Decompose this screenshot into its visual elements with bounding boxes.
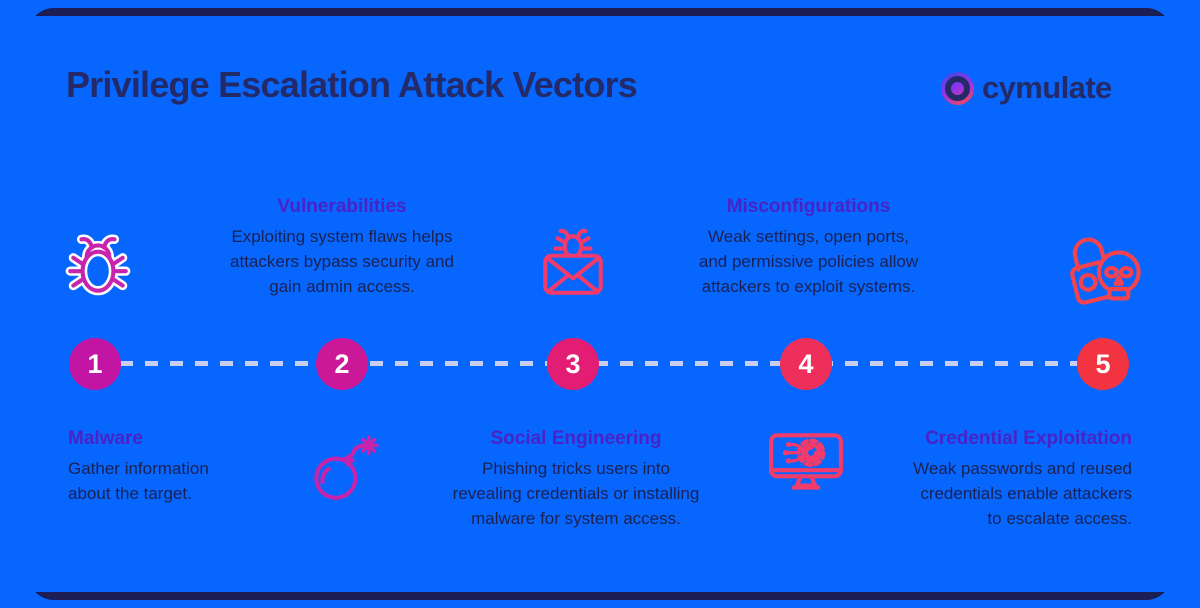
step-1-text-block: Malware Gather information about the tar…: [68, 428, 268, 506]
brand-logo: cymulate: [941, 70, 1112, 106]
step-circle-1: 1: [69, 338, 121, 390]
envelope-bug-icon: [536, 228, 610, 302]
step-2-title: Vulnerabilities: [277, 196, 407, 217]
cymulate-logo-icon: [941, 71, 974, 105]
step-4-description: Weak settings, open ports, and permissiv…: [698, 227, 919, 296]
step-5-title: Credential Exploitation: [925, 428, 1132, 449]
step-3-text-block: Social Engineering Phishing tricks users…: [421, 428, 731, 531]
step-5-description: Weak passwords and reused credentials en…: [913, 459, 1132, 528]
bomb-icon: [305, 432, 379, 506]
timeline-dashed-line: [95, 361, 1105, 366]
brand-name: cymulate: [982, 70, 1112, 105]
step-4-text-block: Misconfigurations Weak settings, open po…: [676, 196, 941, 299]
step-4-title: Misconfigurations: [726, 196, 891, 217]
step-circle-4: 4: [780, 338, 832, 390]
monitor-gear-icon: [767, 431, 845, 497]
main-blue-panel: [0, 16, 1200, 592]
step-circle-2: 2: [316, 338, 368, 390]
step-3-title: Social Engineering: [490, 428, 662, 449]
bug-icon: [62, 227, 134, 303]
page-title: Privilege Escalation Attack Vectors: [66, 64, 638, 105]
step-1-description: Gather information about the target.: [68, 459, 209, 503]
step-3-description: Phishing tricks users into revealing cre…: [452, 459, 700, 528]
step-circle-5: 5: [1077, 338, 1129, 390]
step-2-text-block: Vulnerabilities Exploiting system flaws …: [206, 196, 478, 299]
step-1-title: Malware: [68, 428, 143, 449]
lock-skull-icon: [1054, 220, 1146, 312]
step-2-description: Exploiting system flaws helps attackers …: [230, 227, 454, 296]
step-5-text-block: Credential Exploitation Weak passwords a…: [852, 428, 1132, 531]
step-circle-3: 3: [547, 338, 599, 390]
